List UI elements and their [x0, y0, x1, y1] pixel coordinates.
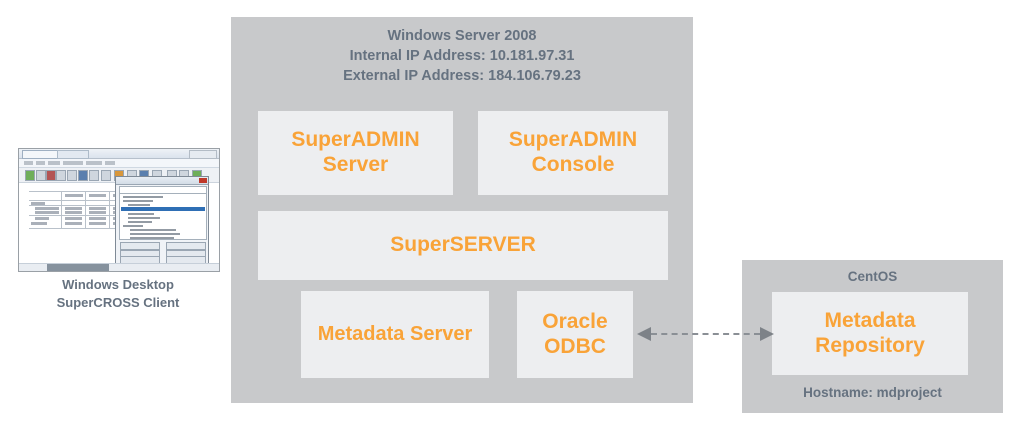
- thumbnail-window-buttons: [189, 150, 217, 159]
- thumbnail-toolbar-icon: [78, 170, 88, 181]
- odbc-to-repository-link: [637, 327, 774, 341]
- superadmin-server-box[interactable]: SuperADMIN Server: [258, 111, 453, 195]
- metadata-server-box[interactable]: Metadata Server: [301, 291, 489, 378]
- thumbnail-toolbar-icon: [36, 170, 46, 181]
- thumbnail-menu-item: [36, 161, 45, 165]
- metadata-repository-box[interactable]: Metadata Repository: [772, 292, 968, 375]
- thumbnail-modal-dialog: [115, 176, 209, 264]
- windows-server-title: Windows Server 2008 Internal IP Address:…: [343, 28, 581, 84]
- client-caption: Windows Desktop SuperCROSS Client: [56, 277, 180, 310]
- thumbnail-menu-item: [86, 161, 102, 165]
- centos-container: CentOS Metadata Repository Hostname: mdp…: [742, 260, 1003, 413]
- thumbnail-toolbar-icon: [67, 170, 77, 181]
- thumbnail-tab-active: [22, 150, 58, 159]
- thumbnail-statusbar-fill: [47, 264, 109, 271]
- thumbnail-dialog-button: [166, 242, 206, 250]
- superadmin-console-box[interactable]: SuperADMIN Console: [478, 111, 668, 195]
- thumbnail-dialog-close-icon: [199, 178, 207, 183]
- thumbnail-menu-item: [63, 161, 83, 165]
- supercross-client-screenshot: [18, 148, 220, 272]
- arrow-right-icon: [760, 327, 774, 341]
- dashed-link-line: [651, 333, 760, 335]
- centos-hostname-label: Hostname: mdproject: [803, 385, 942, 400]
- arrow-left-icon: [637, 327, 651, 341]
- windows-server-container: Windows Server 2008 Internal IP Address:…: [231, 17, 693, 403]
- thumbnail-menu-item: [48, 161, 60, 165]
- thumbnail-toolbar-icon: [89, 170, 99, 181]
- thumbnail-toolbar-icon: [46, 170, 56, 181]
- thumbnail-statusbar: [19, 263, 219, 271]
- thumbnail-tab-secondary: [57, 150, 89, 159]
- thumbnail-toolbar-icon: [56, 170, 66, 181]
- thumbnail-menu-item: [105, 161, 115, 165]
- thumbnail-dialog-button: [120, 242, 160, 250]
- thumbnail-dialog-titlebar: [116, 177, 208, 185]
- thumbnail-dialog-tree-list: [119, 193, 207, 240]
- thumbnail-menu-item: [24, 161, 33, 165]
- thumbnail-toolbar-icon: [25, 170, 35, 181]
- thumbnail-menubar: [19, 159, 219, 168]
- oracle-odbc-box[interactable]: Oracle ODBC: [517, 291, 633, 378]
- client-node: Windows Desktop SuperCROSS Client: [18, 148, 220, 310]
- centos-title: CentOS: [847, 269, 898, 284]
- thumbnail-toolbar-icon: [101, 170, 111, 181]
- superserver-box[interactable]: SuperSERVER: [258, 211, 668, 280]
- thumbnail-titlebar: [19, 149, 219, 159]
